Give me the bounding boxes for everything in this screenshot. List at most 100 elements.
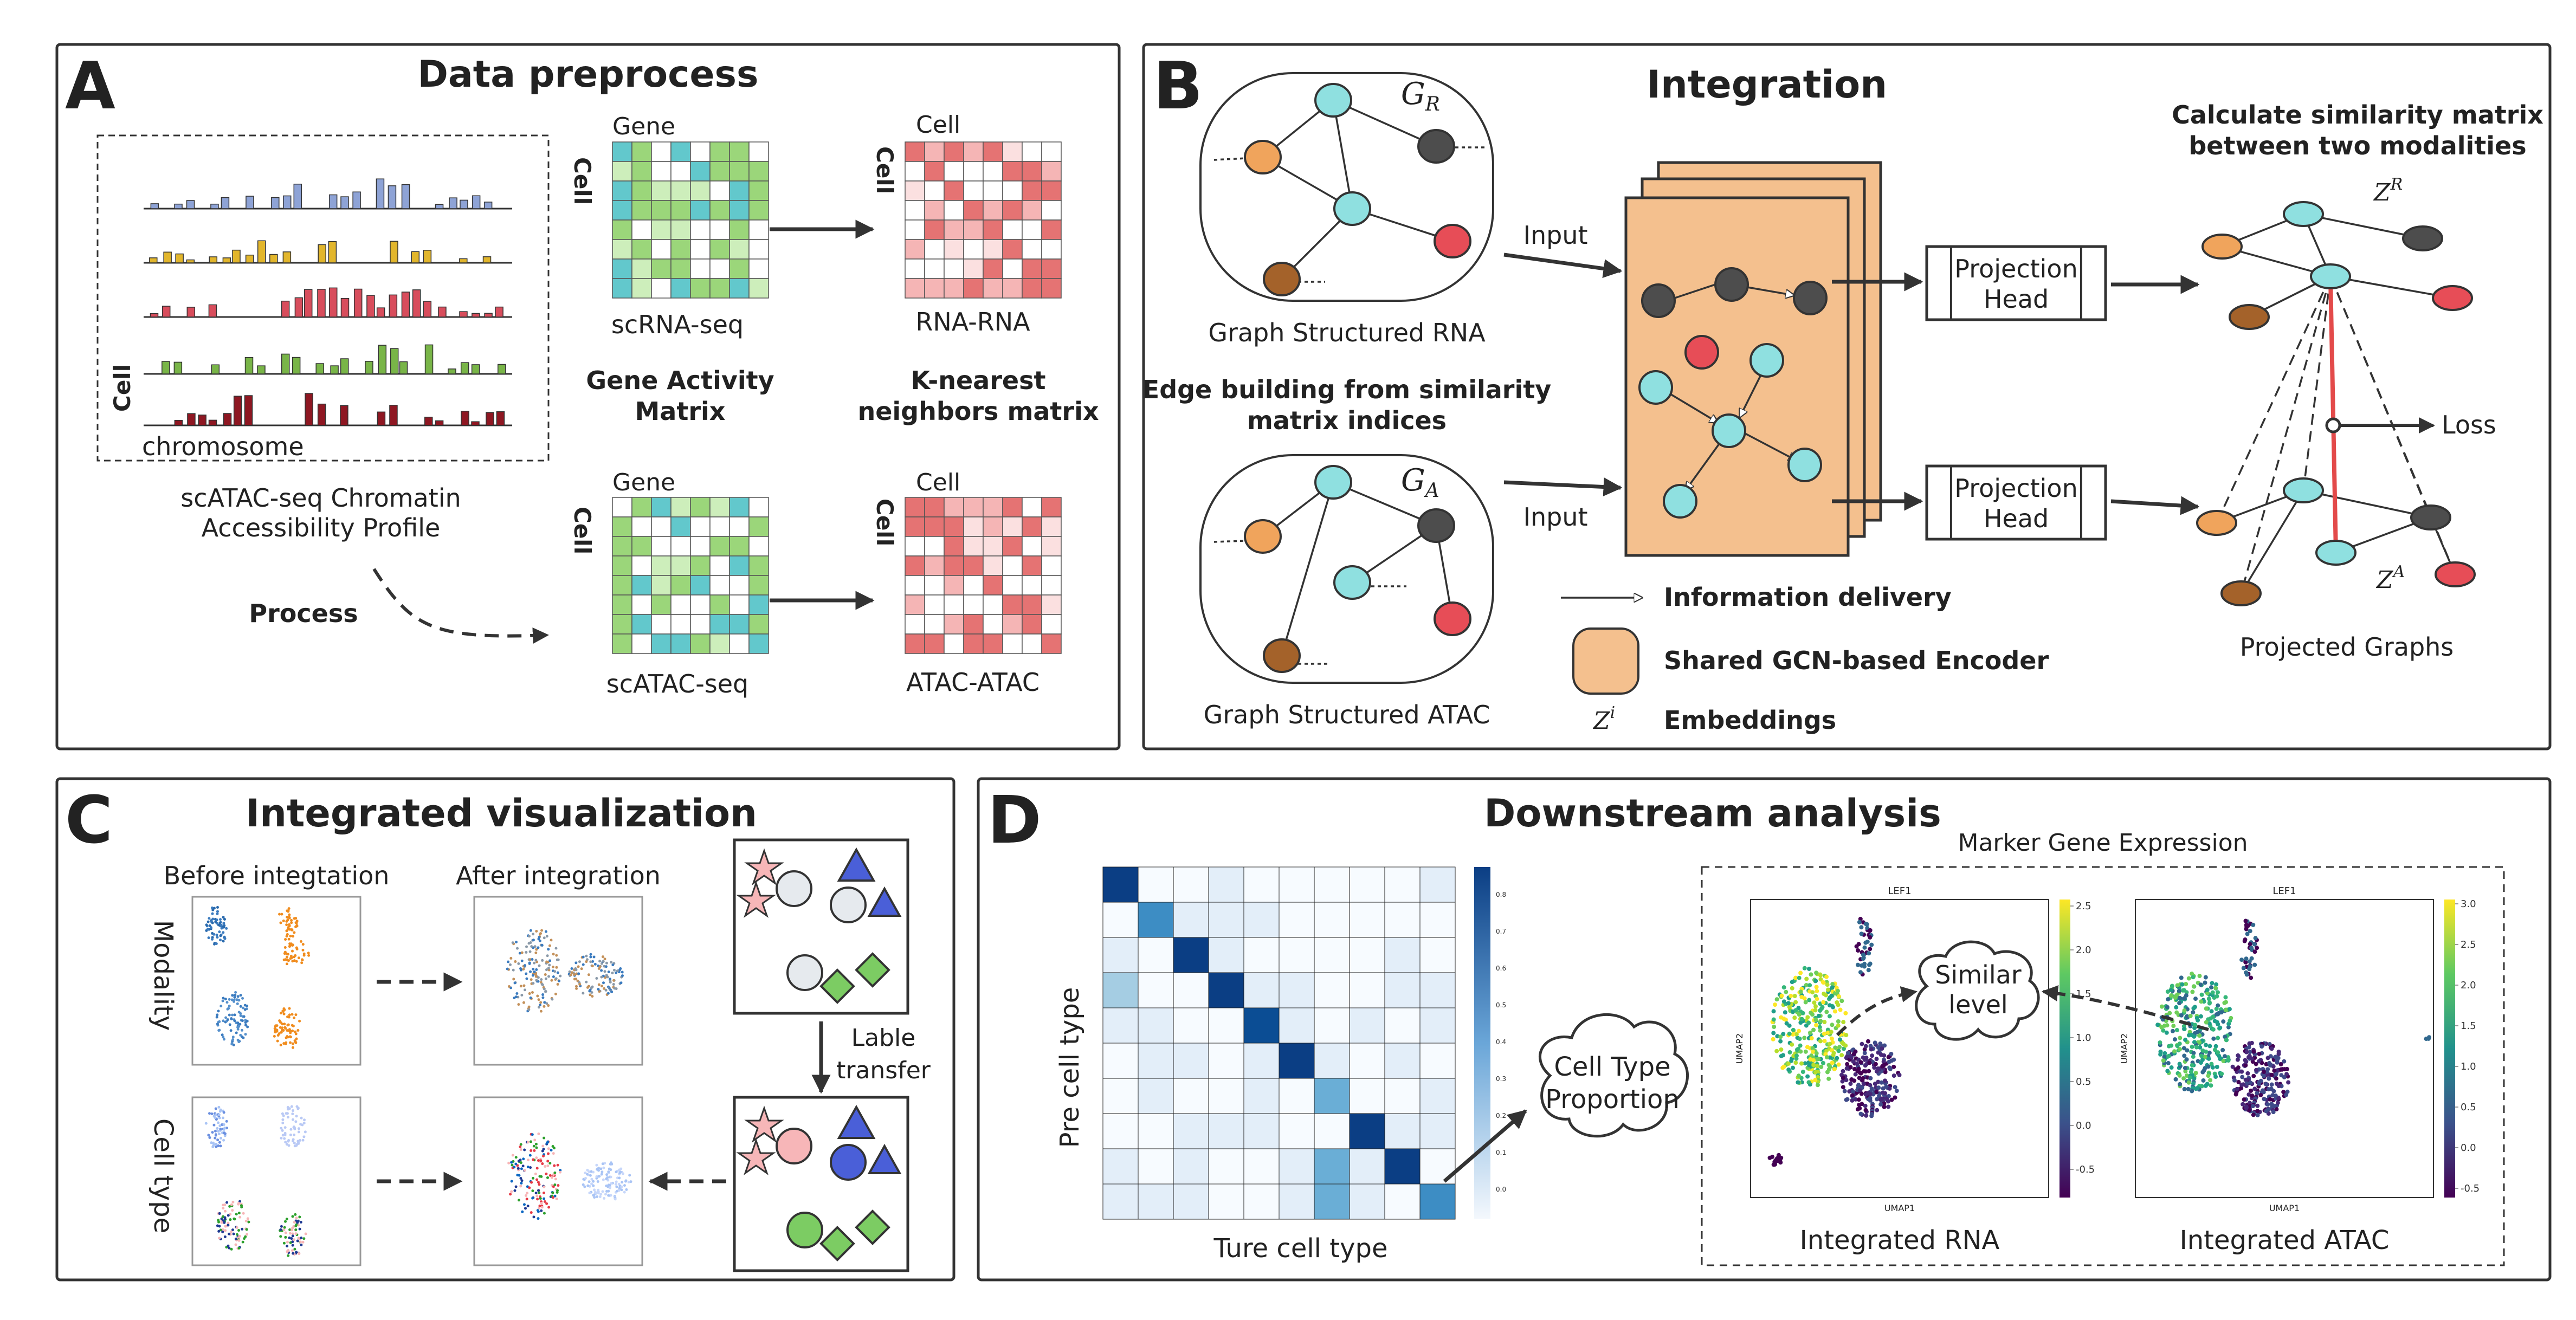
umap-point (294, 1013, 298, 1017)
umap-point (2242, 939, 2247, 943)
umap-point (610, 1161, 613, 1164)
heatmap-cell (1243, 937, 1280, 973)
umap-point (593, 1188, 596, 1192)
umap-point (2165, 1023, 2170, 1028)
umap-point (2258, 1092, 2263, 1097)
matrix-cell (1022, 219, 1042, 240)
umap-point (2426, 1036, 2431, 1040)
umap-point (2271, 1089, 2276, 1093)
umap-point (1877, 1093, 1882, 1098)
matrix-cell (924, 575, 945, 596)
matrix-cell (670, 497, 691, 517)
umap-point (540, 982, 544, 986)
edge-building-1: Edge building from similarity (1142, 375, 1551, 404)
matrix-cell (631, 555, 652, 576)
proj-head-2-line1: Projection (1954, 474, 2077, 503)
matrix-cell (651, 141, 672, 162)
matrix-cell (670, 200, 691, 221)
matrix-cell (924, 516, 945, 537)
matrix-cell (670, 516, 691, 537)
umap-point (1790, 986, 1794, 991)
umap-point (545, 1172, 548, 1175)
umap-point (2178, 1047, 2183, 1052)
umap-point (2245, 931, 2250, 936)
umap-point (2248, 942, 2252, 947)
umap-point (521, 1210, 524, 1213)
matrix-cell (631, 239, 652, 260)
umap-point (592, 1184, 595, 1187)
umap-point (2266, 1087, 2271, 1092)
umap-point (1806, 966, 1811, 971)
triangle-icon (867, 1143, 902, 1174)
umap-point (544, 990, 547, 993)
umap-point (1889, 1097, 1894, 1102)
matrix-cell (729, 536, 750, 557)
umap-point (282, 1042, 286, 1045)
matrix-cell (729, 594, 750, 615)
heatmap-cell (1243, 1183, 1280, 1220)
umap-point (1779, 993, 1784, 998)
umap-point (289, 957, 292, 960)
proj-top-cyan-2 (2310, 263, 2351, 289)
umap-point (2223, 1054, 2228, 1059)
matrix-cell (709, 180, 730, 201)
matrix-cell (690, 239, 711, 260)
umap-point (1836, 1062, 1841, 1067)
gene-activity-1: Gene Activity (586, 366, 774, 395)
umap-point (282, 1029, 285, 1032)
matrix-cell (651, 536, 672, 557)
umap-point (524, 1207, 527, 1210)
umap-point (620, 1188, 623, 1192)
umap-point (278, 913, 281, 916)
matrix-cell (1041, 633, 1062, 654)
matrix-cell (631, 161, 652, 182)
umap-point (586, 1184, 590, 1187)
umap-point (2182, 1086, 2187, 1091)
heatmap-cell (1173, 902, 1209, 938)
peak-bar (376, 178, 385, 209)
umap-point (537, 1181, 540, 1184)
umap-point (222, 1207, 225, 1210)
proj-top-cyan-1 (2283, 201, 2324, 227)
umap-point (222, 1038, 225, 1041)
umap-point (2249, 1088, 2254, 1093)
heatmap-cell (1419, 937, 1456, 973)
umap-point (221, 1228, 224, 1231)
matrix-cell (631, 575, 652, 596)
umap-point (286, 916, 289, 919)
umap-point (1824, 1049, 1829, 1053)
umap-point (551, 966, 554, 969)
umap-point (292, 1024, 295, 1027)
enc-node-cyan-1 (1749, 343, 1784, 378)
heatmap-cell (1102, 1148, 1139, 1185)
umap-point (1844, 1097, 1849, 1102)
umap-point (2169, 993, 2174, 998)
heatmap-cell (1102, 1113, 1139, 1149)
umap-point (1786, 1067, 1791, 1072)
matrix-cell (963, 614, 984, 635)
umap-rna-colorbar (2059, 900, 2070, 1198)
umap-point (302, 1237, 306, 1240)
knn-caption-2: neighbors matrix (857, 397, 1099, 426)
heatmap-cell (1102, 1007, 1139, 1044)
umap-point (1781, 985, 1786, 990)
heatmap-cell (1208, 1183, 1244, 1220)
umap-point (528, 1186, 531, 1189)
umap-point (539, 1001, 543, 1004)
umap-point (279, 1012, 282, 1015)
umap-point (584, 1176, 587, 1180)
umap-point (291, 1112, 294, 1116)
umap-point (2247, 959, 2252, 964)
heatmap-cell (1208, 1007, 1244, 1044)
peak-bar (399, 361, 408, 374)
umap-point (2214, 982, 2219, 987)
umap-point (524, 964, 527, 967)
umap-point (2186, 1086, 2191, 1091)
matrix-cell (944, 633, 964, 654)
umap-point (2193, 1086, 2198, 1091)
peak-bar (471, 364, 480, 374)
umap-point (2174, 1010, 2179, 1015)
umap-point (511, 1163, 514, 1167)
input-arrow-2 (1503, 477, 1623, 497)
peak-bar (496, 411, 505, 426)
